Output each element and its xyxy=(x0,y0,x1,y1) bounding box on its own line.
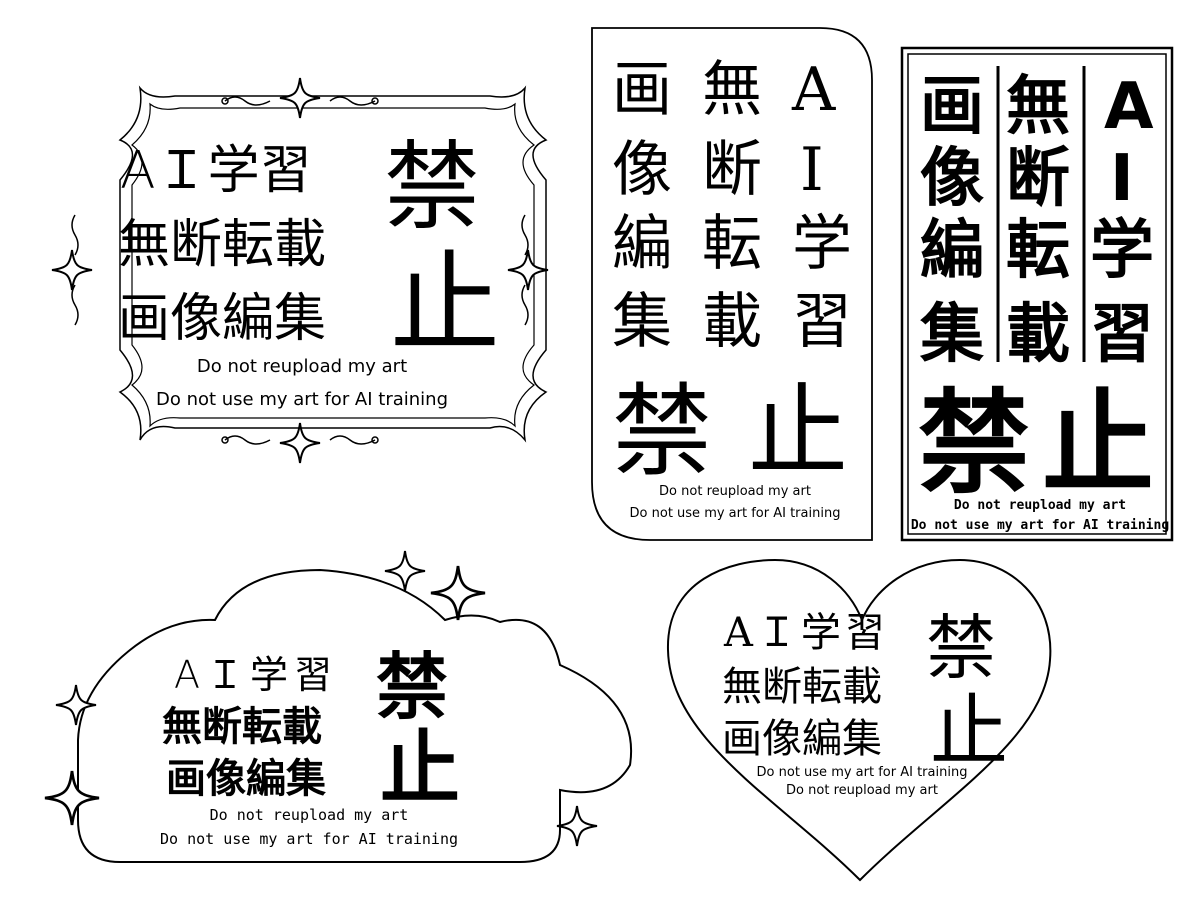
tall-col2-2: 転 xyxy=(702,209,762,279)
frame-big1: 禁 xyxy=(384,131,480,243)
pixel-col2-0: 無 xyxy=(1006,70,1070,144)
heart-big2: 止 xyxy=(930,687,1008,777)
frame-outline xyxy=(118,85,548,443)
sparkle-icon xyxy=(556,805,598,847)
pixel-col3-1: I xyxy=(1110,142,1134,216)
cloud-outline xyxy=(77,568,633,863)
pixel-col1-0: 画 xyxy=(920,70,984,144)
frame-inner-outline xyxy=(131,102,536,428)
frame-row1: AＩ学習 xyxy=(120,141,312,201)
sticker-pixel: 画 像 編 集 無 断 転 載 A I 学 習 禁 止 Do not reupl… xyxy=(900,46,1174,542)
sticker-frame: AＩ学習 無断転載 画像編集 禁 止 Do not reupload my ar… xyxy=(51,77,549,464)
frame-row3: 画像編集 xyxy=(118,289,326,349)
tall-col2-0: 無 xyxy=(702,55,762,125)
tall-big1: 禁 xyxy=(612,373,712,490)
pixel-col3-2: 学 xyxy=(1090,214,1154,288)
tall-big2: 止 xyxy=(748,373,848,490)
cloud-big2: 止 xyxy=(380,722,460,815)
tall-outline xyxy=(591,27,873,541)
pixel-col1-1: 像 xyxy=(920,142,984,216)
frame-row2: 無断転載 xyxy=(118,215,326,275)
cloud-row1: AＩ学習 xyxy=(174,653,338,697)
frame-en2: Do not use my art for AI training xyxy=(156,389,448,410)
tall-en2: Do not use my art for AI training xyxy=(630,506,841,521)
flourish-ornament-bottom xyxy=(221,435,379,445)
cloud-en1: Do not reupload my art xyxy=(210,806,409,824)
cloud-row3: 画像編集 xyxy=(166,756,326,802)
sparkle-icon xyxy=(279,77,321,119)
pixel-en2: Do not use my art for AI training xyxy=(911,518,1169,533)
heart-outline xyxy=(666,558,1052,882)
cloud-row2: 無断転載 xyxy=(162,704,322,750)
pixel-col1-3: 集 xyxy=(919,298,984,372)
tall-col1-1: 像 xyxy=(612,135,672,205)
flourish-ornament-top xyxy=(221,96,379,106)
sparkle-icon xyxy=(429,564,487,622)
pixel-col1-2: 編 xyxy=(920,214,984,288)
pixel-col3-0: A xyxy=(1104,70,1154,144)
pixel-col2-3: 載 xyxy=(1006,298,1070,372)
cloud-big1: 禁 xyxy=(376,645,448,729)
cloud-en2: Do not use my art for AI training xyxy=(160,830,458,848)
pixel-outline xyxy=(900,46,1174,542)
tall-col3-1: I xyxy=(800,135,824,205)
heart-row3: 画像編集 xyxy=(722,716,882,762)
frame-en1: Do not reupload my art xyxy=(197,356,407,377)
sticker-cloud: AＩ学習 無断転載 画像編集 禁 止 Do not reupload my ar… xyxy=(43,550,633,863)
tall-col3-0: A xyxy=(791,55,836,125)
pixel-big2: 止 xyxy=(1042,379,1154,509)
heart-big1: 禁 xyxy=(926,607,996,689)
pixel-en1: Do not reupload my art xyxy=(954,498,1126,513)
heart-row1: AＩ学習 xyxy=(723,610,889,656)
pixel-inner-outline xyxy=(907,53,1167,535)
pixel-col2-1: 断 xyxy=(1006,142,1070,216)
heart-row2: 無断転載 xyxy=(722,664,882,710)
tall-col3-3: 習 xyxy=(792,287,852,357)
flourish-ornament-side xyxy=(71,214,529,326)
pixel-col3-3: 習 xyxy=(1090,298,1154,372)
tall-col3-2: 学 xyxy=(792,209,852,279)
tall-col1-3: 集 xyxy=(612,287,672,357)
sticker-heart: AＩ学習 無断転載 画像編集 禁 止 Do not use my art for… xyxy=(666,558,1052,882)
tall-en1: Do not reupload my art xyxy=(659,484,811,499)
pixel-col2-2: 転 xyxy=(1006,214,1070,288)
tall-col2-3: 載 xyxy=(702,287,762,357)
frame-big2: 止 xyxy=(390,240,500,368)
pixel-big1: 禁 xyxy=(918,379,1030,509)
sparkle-icon xyxy=(507,249,549,291)
sparkle-icon xyxy=(279,422,321,464)
heart-en2: Do not reupload my art xyxy=(786,783,938,798)
heart-en1: Do not use my art for AI training xyxy=(757,765,968,780)
sparkle-icon xyxy=(51,249,93,291)
tall-col1-0: 画 xyxy=(612,55,672,125)
tall-col2-1: 断 xyxy=(702,135,762,205)
tall-col1-2: 編 xyxy=(612,209,672,279)
sticker-tall: 画 像 編 集 無 断 転 載 A I 学 習 禁 止 Do not reupl… xyxy=(591,27,873,541)
